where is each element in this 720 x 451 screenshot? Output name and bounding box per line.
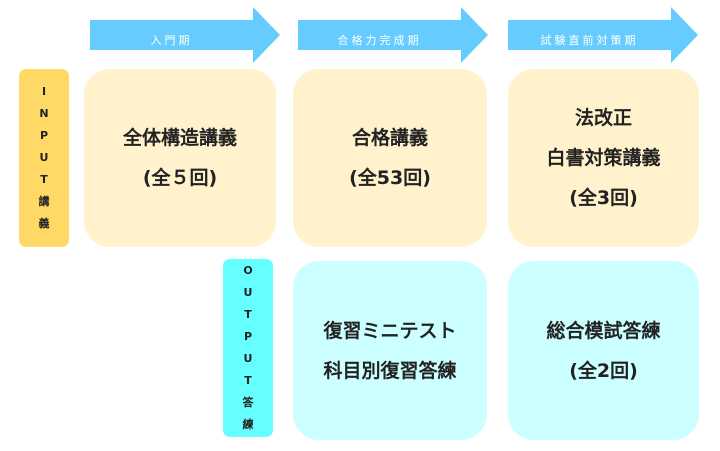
- label-char: T: [244, 308, 252, 321]
- course-title: 法改正: [574, 107, 632, 129]
- arrow-right-icon: [508, 7, 698, 63]
- phase-label: 試験直前対策期: [540, 34, 639, 47]
- arrow-right-icon: [298, 7, 488, 63]
- label-char: 練: [242, 418, 254, 431]
- course-count: (全５回): [142, 167, 218, 189]
- arrow-right-icon: [90, 7, 280, 63]
- phase-label: 合格力完成期: [337, 34, 422, 47]
- label-char: U: [243, 352, 253, 365]
- label-char: U: [39, 151, 49, 164]
- course-box-passing: 合格講義 (全53回): [293, 69, 487, 247]
- course-title: 全体構造講義: [122, 127, 237, 149]
- course-title: 総合模試答練: [546, 319, 661, 342]
- course-box-law-revision: 法改正 白書対策講義 (全3回): [508, 69, 699, 247]
- course-box-structure: 全体構造講義 (全５回): [84, 69, 276, 247]
- course-title: 白書対策講義: [546, 147, 661, 169]
- output-drill-label: O U T P U T 答 練: [223, 259, 273, 437]
- phase-arrow-intro: 入門期: [90, 7, 280, 63]
- course-box-review-test: 復習ミニテスト 科目別復習答練: [293, 261, 487, 440]
- course-count: (全2回): [569, 359, 638, 382]
- course-box-mock-exam: 総合模試答練 (全2回): [508, 261, 699, 440]
- label-char: T: [40, 173, 48, 186]
- label-char: U: [243, 286, 253, 299]
- label-char: 講: [38, 195, 50, 208]
- label-char: O: [243, 264, 253, 277]
- label-char: 答: [242, 396, 254, 409]
- phase-label: 入門期: [150, 34, 193, 47]
- phase-arrow-final: 試験直前対策期: [508, 7, 698, 63]
- input-lecture-label: I N P U T 講 義: [19, 69, 69, 247]
- course-title: 合格講義: [351, 127, 428, 149]
- label-char: P: [39, 129, 49, 142]
- label-char: N: [39, 107, 49, 120]
- label-char: 義: [38, 217, 50, 230]
- label-char: I: [41, 85, 47, 98]
- phase-arrow-mastery: 合格力完成期: [298, 7, 488, 63]
- course-count: (全3回): [569, 187, 638, 209]
- course-title: 復習ミニテスト: [323, 319, 457, 342]
- course-title: 科目別復習答練: [323, 359, 457, 382]
- course-count: (全53回): [349, 167, 431, 189]
- label-char: T: [244, 374, 252, 387]
- label-char: P: [243, 330, 253, 343]
